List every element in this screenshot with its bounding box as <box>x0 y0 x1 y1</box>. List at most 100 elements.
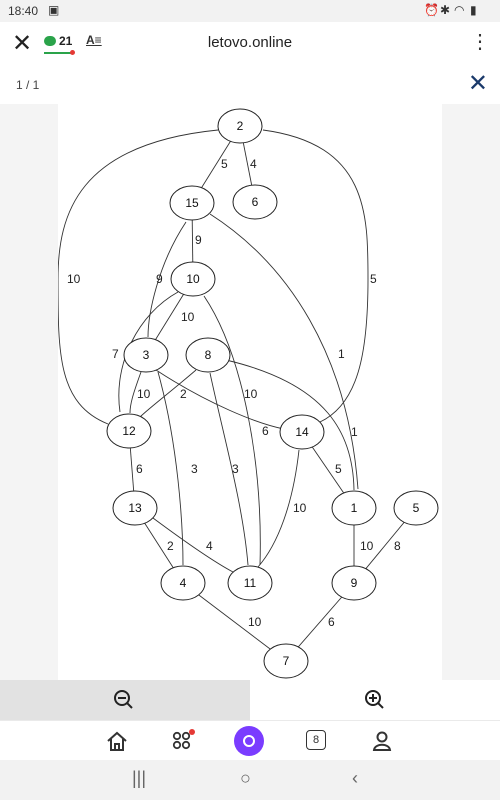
edge-weight-1-9: 10 <box>360 539 374 553</box>
viewer-header: 1 / 1 ✕ <box>0 66 500 104</box>
node-label-1: 1 <box>351 501 358 515</box>
node-label-11: 11 <box>244 576 257 590</box>
services-grid-icon[interactable] <box>169 727 197 755</box>
edge-weight-2-12: 10 <box>67 272 81 286</box>
graph-node-12 <box>106 413 152 449</box>
alarm-icon: ⏰ <box>424 3 439 17</box>
graph-edge-3-4 <box>157 371 184 566</box>
edge-weight-2-15: 5 <box>221 157 228 171</box>
graph-edge-3-14 <box>155 369 285 430</box>
comments-progress <box>44 52 74 54</box>
graph-node-8 <box>185 337 231 373</box>
edge-weight-13-4: 2 <box>167 539 174 553</box>
graph-node-13 <box>112 490 158 526</box>
graph-edge-8-11 <box>209 372 249 566</box>
edge-weight-8-12: 2 <box>180 387 187 401</box>
node-label-2: 2 <box>237 119 244 133</box>
graph-node-14 <box>279 414 325 450</box>
close-tab-button[interactable]: ✕ <box>11 30 33 57</box>
edge-weight-9-7: 6 <box>328 615 335 629</box>
alice-ring <box>243 735 255 747</box>
bluetooth-icon: ✱ <box>440 3 451 17</box>
graph-edge-14-11 <box>257 449 300 568</box>
system-navigation: ||| ○ ‹ <box>0 760 500 800</box>
graph-edge-4-7 <box>182 582 287 662</box>
graph-edge-3-12 <box>129 371 142 414</box>
node-label-15: 15 <box>185 196 199 210</box>
graph-node-2 <box>217 108 263 144</box>
graph-node-4 <box>160 565 206 601</box>
graph-node-1 <box>331 490 377 526</box>
graph-node-15 <box>169 185 215 221</box>
graph-edge-2-12 <box>58 129 219 425</box>
zoom-out-button[interactable] <box>0 680 250 720</box>
browser-toolbar: ✕ 21 A≡ letovo.online ⋮ <box>0 22 500 67</box>
profile-icon[interactable] <box>368 727 396 755</box>
status-bar: 18:40 ▣ ⏰ ✱ ◠ ▮ <box>0 0 500 22</box>
node-label-4: 4 <box>180 576 187 590</box>
node-label-7: 7 <box>283 654 290 668</box>
address-bar[interactable]: letovo.online <box>207 34 293 51</box>
node-label-6: 6 <box>252 195 259 209</box>
graph-node-5 <box>393 490 439 526</box>
menu-button[interactable]: ⋮ <box>470 31 490 53</box>
graph-node-3 <box>123 337 169 373</box>
graph-edge-13-11 <box>152 517 234 573</box>
tabs-counter-button[interactable]: 8 <box>306 730 326 750</box>
edge-weight-10-11: 6 <box>262 424 269 438</box>
reader-mode-button[interactable]: A≡ <box>86 33 102 47</box>
graph-edge-15-3 <box>147 221 187 338</box>
edge-weight-8-1: 1 <box>351 425 358 439</box>
graph-node-6 <box>232 184 278 220</box>
home-icon[interactable] <box>103 727 131 755</box>
node-label-5: 5 <box>413 501 420 515</box>
image-notification-icon: ▣ <box>48 3 60 17</box>
edge-weight-14-11: 10 <box>293 501 307 515</box>
edge-weight-8-11: 3 <box>232 462 239 476</box>
edge-weight-3-12: 10 <box>137 387 151 401</box>
edge-weight-14-1: 5 <box>335 462 342 476</box>
recents-button[interactable]: ||| <box>132 768 147 788</box>
comments-dot <box>70 50 75 55</box>
edge-weight-2-14: 5 <box>370 272 377 286</box>
graph-node-10 <box>170 261 216 297</box>
edge-weight-5-9: 8 <box>394 539 401 553</box>
status-time: 18:40 <box>8 4 39 18</box>
comment-bubble-icon <box>44 36 56 46</box>
back-button[interactable]: ‹ <box>352 768 358 788</box>
edge-weight-3-14: 10 <box>244 387 258 401</box>
edge-weight-15-1: 1 <box>338 347 345 361</box>
wifi-icon: ◠ <box>454 3 465 17</box>
zoom-in-button[interactable] <box>250 680 500 720</box>
zoom-in-icon <box>365 690 384 709</box>
graph-edge-15-1 <box>209 213 359 490</box>
edge-weight-12-13: 6 <box>136 462 143 476</box>
node-label-14: 14 <box>295 425 309 439</box>
battery-icon: ▮ <box>470 3 477 17</box>
bottom-navigation: 8 <box>0 720 500 761</box>
edge-weight-4-7: 10 <box>248 615 262 629</box>
node-label-8: 8 <box>205 348 212 362</box>
graph-node-11 <box>227 565 273 601</box>
comments-button[interactable]: 21 <box>44 34 75 55</box>
edge-weight-13-11: 4 <box>206 539 213 553</box>
node-label-10: 10 <box>186 272 200 286</box>
graph-node-9 <box>331 565 377 601</box>
node-label-13: 13 <box>128 501 142 515</box>
zoom-bar <box>0 680 500 720</box>
graph-edge-8-12 <box>139 369 197 418</box>
comments-count: 21 <box>59 34 73 48</box>
zoom-out-icon <box>114 690 133 709</box>
edge-weight-10-3: 10 <box>181 310 195 324</box>
alice-assistant-icon[interactable] <box>234 726 264 756</box>
edge-weight-3-4: 3 <box>191 462 198 476</box>
node-label-9: 9 <box>351 576 358 590</box>
edge-weight-15-3: 9 <box>156 272 163 286</box>
page-counter: 1 / 1 <box>16 78 40 92</box>
graph-node-7 <box>263 643 309 679</box>
close-viewer-button[interactable]: ✕ <box>467 70 488 97</box>
system-home-button[interactable]: ○ <box>240 768 251 788</box>
